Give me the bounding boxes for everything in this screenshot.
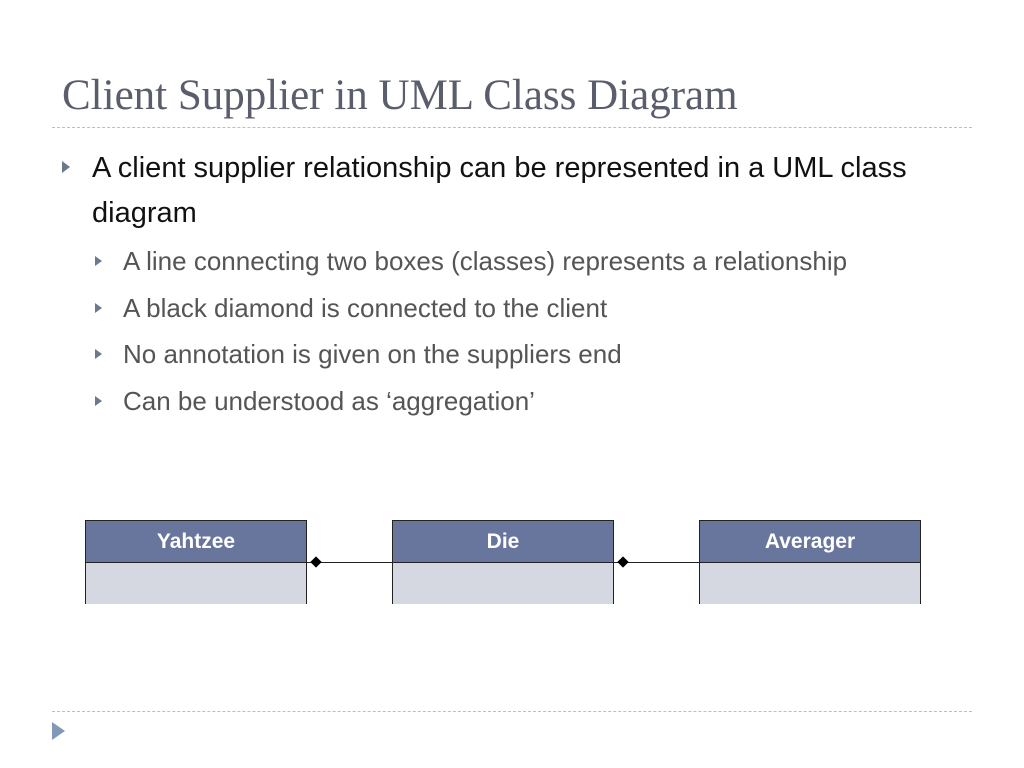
class-box-die: Die <box>392 520 614 604</box>
sub-bullet-text: Can be understood as ‘aggregation’ <box>123 385 535 416</box>
class-body <box>700 563 920 604</box>
black-diamond-icon <box>617 556 629 568</box>
sub-bullet-text: A line connecting two boxes (classes) re… <box>123 246 848 276</box>
sub-bullet-triangle-icon <box>95 256 102 266</box>
sub-bullet-triangle-icon <box>95 302 102 313</box>
class-body <box>86 563 306 604</box>
slide-title: Client Supplier in UML Class Diagram <box>62 72 738 119</box>
bullet-main-text: A client supplier relationship can be re… <box>92 152 907 229</box>
sub-bullet-text: A black diamond is connected to the clie… <box>123 292 608 323</box>
sub-bullet: A black diamond is connected to the clie… <box>92 285 982 332</box>
class-name: Die <box>393 521 613 563</box>
footer-divider <box>52 711 972 712</box>
sub-bullet: Can be understood as ‘aggregation’ <box>92 378 982 425</box>
sub-bullet: A line connecting two boxes (classes) re… <box>92 238 982 285</box>
class-box-averager: Averager <box>699 520 921 604</box>
relationship-line-yahtzee-die <box>307 562 392 563</box>
title-divider <box>52 127 972 128</box>
class-name: Yahtzee <box>86 521 306 563</box>
play-arrow-icon[interactable] <box>52 722 65 740</box>
class-body <box>393 563 613 604</box>
sub-bullet-triangle-icon <box>95 395 102 406</box>
class-name: Averager <box>700 521 920 563</box>
black-diamond-icon <box>310 556 322 568</box>
class-box-yahtzee: Yahtzee <box>85 520 307 604</box>
sub-bullet-text: No annotation is given on the suppliers … <box>123 339 622 369</box>
relationship-line-die-averager <box>614 562 699 563</box>
bullet-triangle-icon <box>62 161 70 173</box>
bullet-main: A client supplier relationship can be re… <box>62 146 982 236</box>
sub-bullet-triangle-icon <box>95 349 102 359</box>
sub-bullet: No annotation is given on the suppliers … <box>92 331 982 378</box>
bullet-list: A client supplier relationship can be re… <box>62 146 982 424</box>
